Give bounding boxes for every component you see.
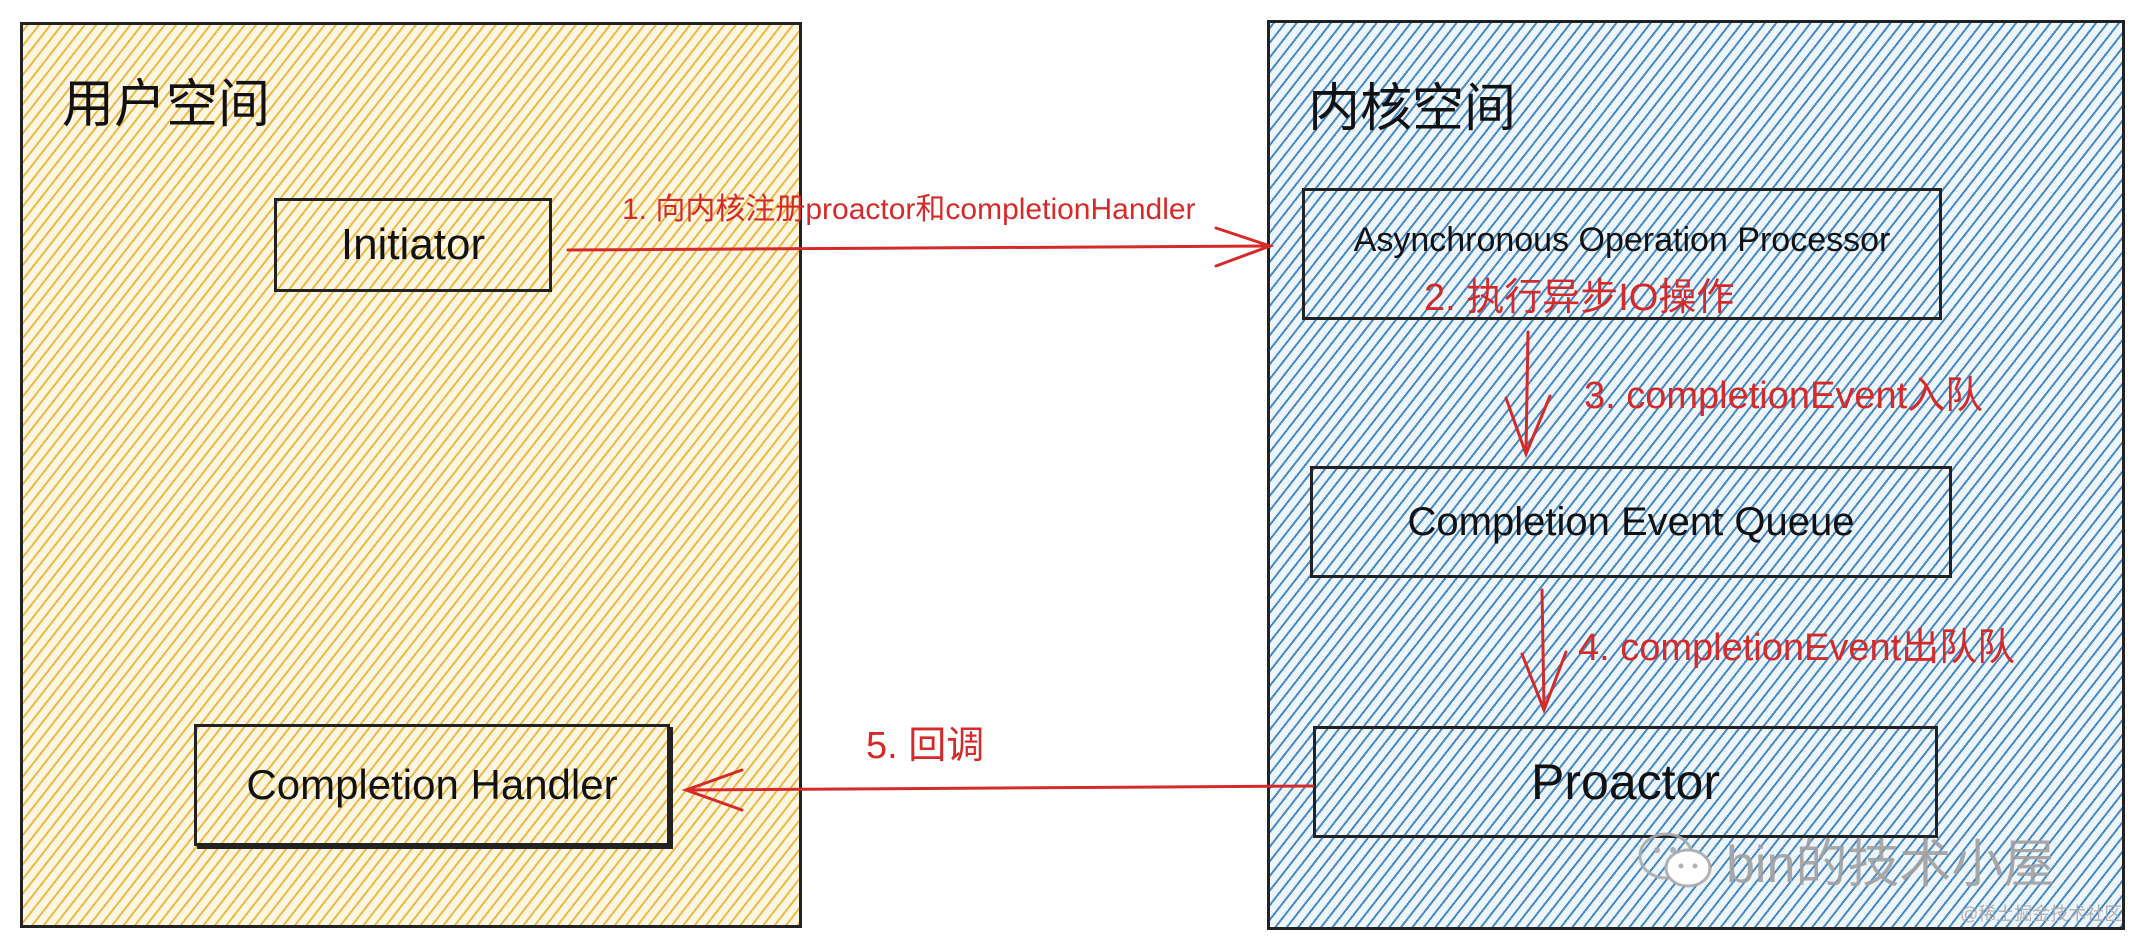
arrow-register-head bbox=[1214, 226, 1275, 268]
completion-handler-box[interactable]: Completion Handler bbox=[194, 724, 670, 846]
user-space-panel bbox=[20, 22, 802, 928]
initiator-box[interactable]: Initiator bbox=[274, 198, 552, 292]
step-1-label: 1. 向内核注册proactor和completionHandler bbox=[622, 193, 1196, 226]
kernel-space-title: 内核空间 bbox=[1308, 80, 1517, 138]
watermark-sub: @稀土掘金技术社区 bbox=[1960, 904, 2123, 924]
step-2-label: 2. 执行异步IO操作 bbox=[1424, 277, 1735, 319]
user-space-title: 用户空间 bbox=[62, 76, 271, 134]
watermark-text: bin的技术小屋 bbox=[1726, 836, 2056, 894]
step-3-label: 3. completionEvent入队 bbox=[1584, 375, 1984, 417]
step-4-label: 4. completionEvent出队队 bbox=[1578, 627, 2016, 669]
proactor-box[interactable]: Proactor bbox=[1313, 726, 1938, 838]
wechat-icon bbox=[1638, 832, 1712, 887]
async-operation-processor-label: Asynchronous Operation Processor bbox=[1353, 221, 1891, 259]
kernel-space-panel bbox=[1267, 20, 2125, 930]
watermark: bin的技术小屋 bbox=[1636, 822, 2055, 897]
step-5-label: 5. 回调 bbox=[866, 725, 985, 767]
async-operation-processor-box[interactable]: Asynchronous Operation Processor bbox=[1302, 188, 1942, 320]
completion-event-queue-box[interactable]: Completion Event Queue bbox=[1310, 466, 1952, 578]
